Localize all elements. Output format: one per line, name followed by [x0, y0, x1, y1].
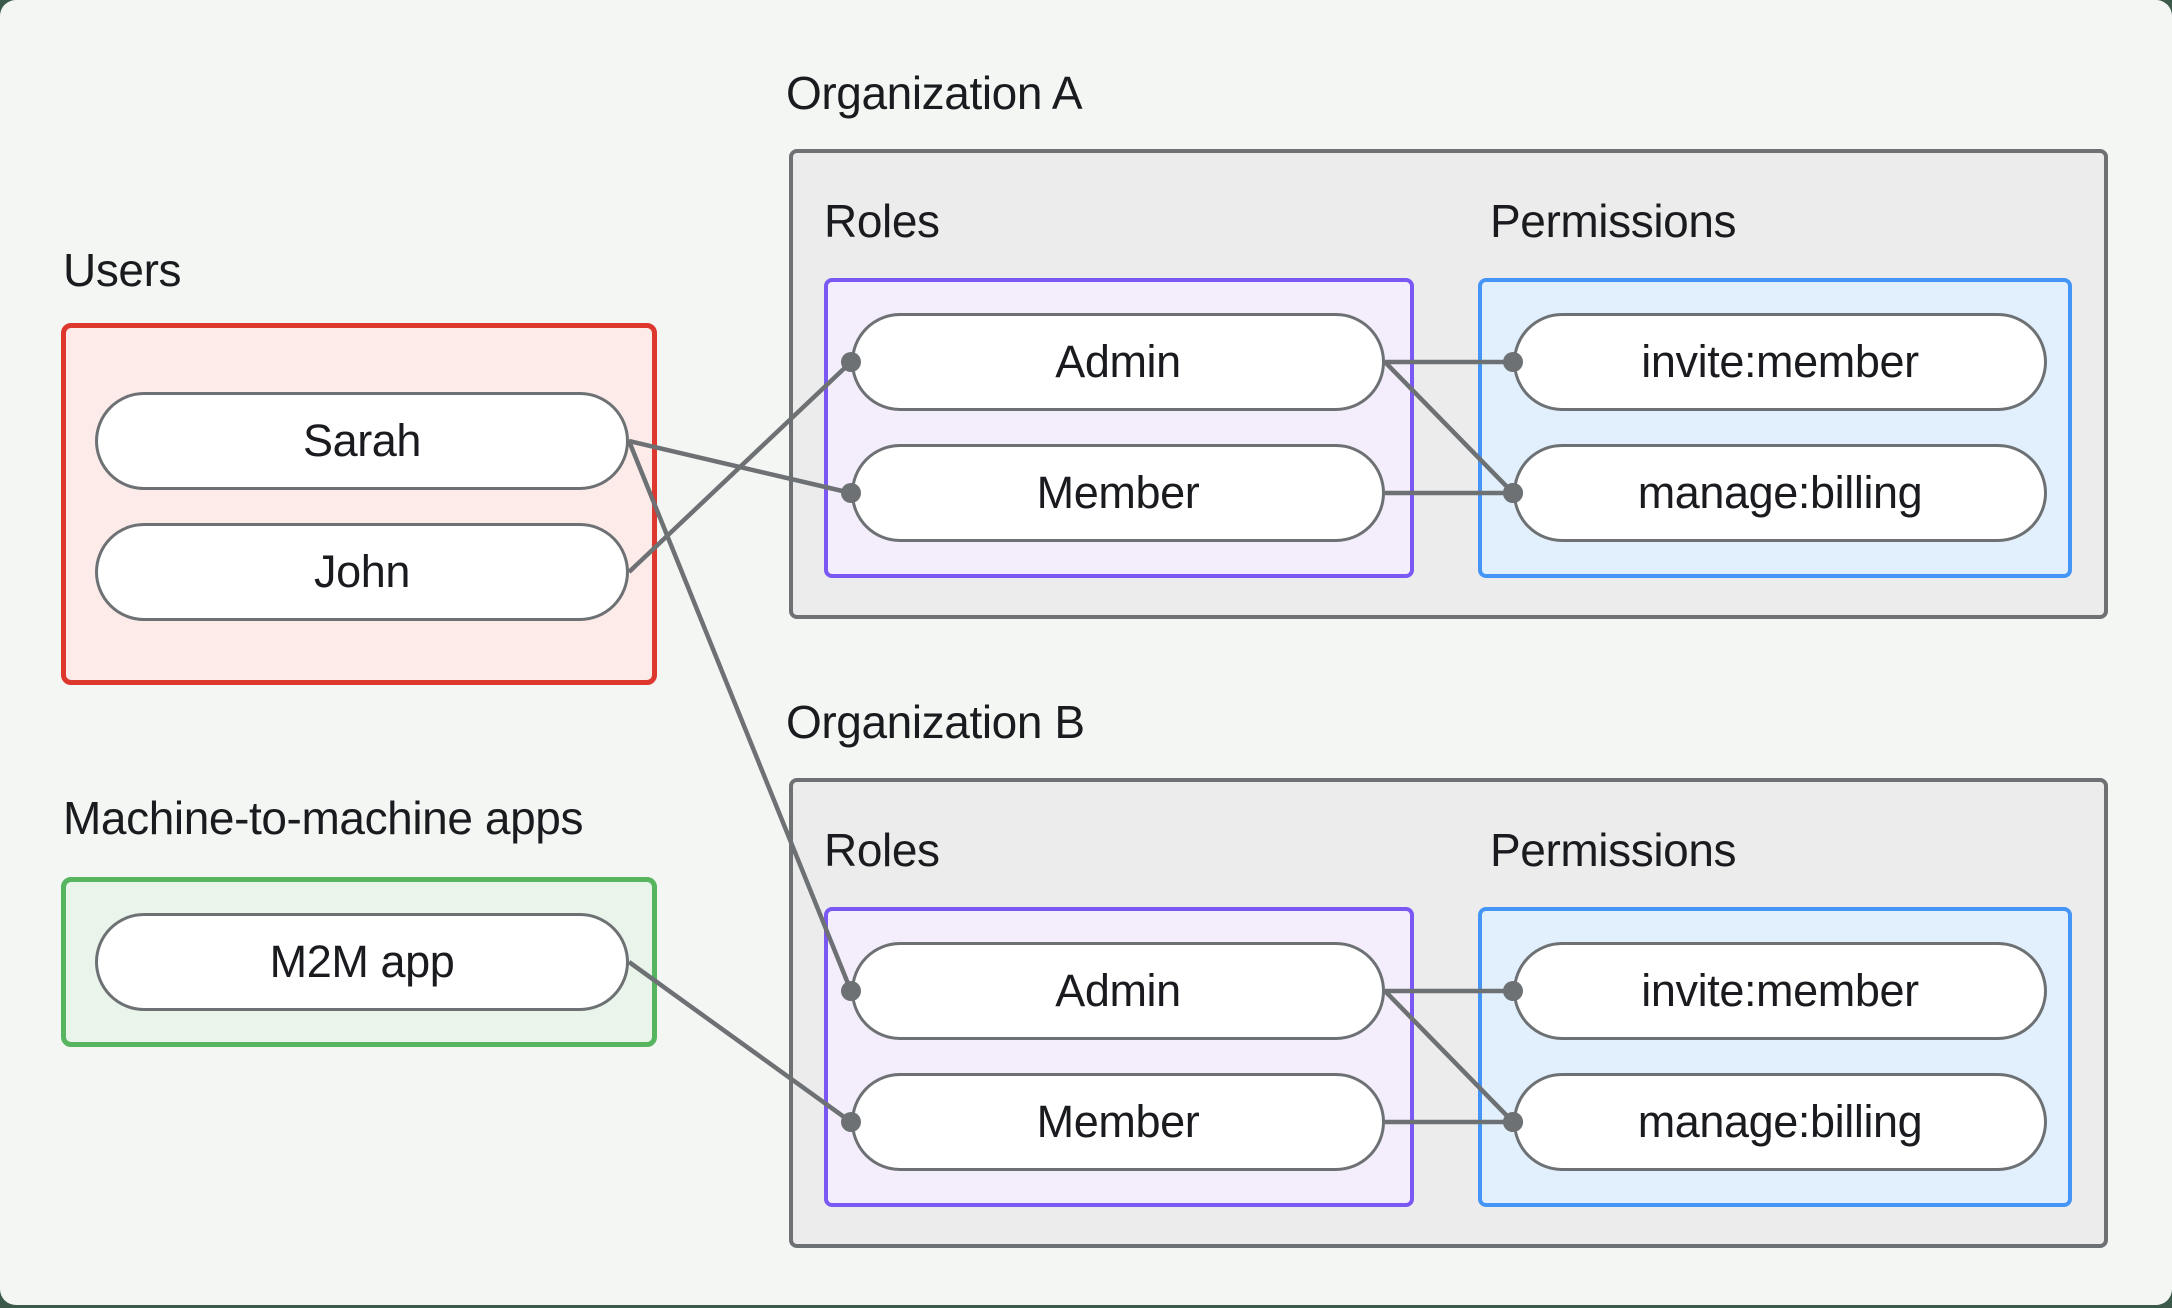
org-a-box: Roles Permissions Admin Member invite:me…	[789, 149, 2108, 619]
org-a-role-member: Member	[851, 444, 1385, 542]
users-group-box: Sarah John	[61, 323, 657, 685]
user-node-john: John	[95, 523, 629, 621]
org-b-role-member: Member	[851, 1073, 1385, 1171]
org-b-box: Roles Permissions Admin Member invite:me…	[789, 778, 2108, 1248]
org-a-permission-manage-billing: manage:billing	[1513, 444, 2047, 542]
org-b-title: Organization B	[786, 696, 1085, 748]
org-b-permissions-label: Permissions	[1490, 824, 1737, 876]
org-a-title: Organization A	[786, 67, 1083, 119]
org-a-roles-zone: Admin Member	[824, 278, 1414, 578]
m2m-section-label: Machine-to-machine apps	[63, 792, 584, 844]
users-section-label: Users	[63, 244, 182, 296]
org-b-permissions-zone: invite:member manage:billing	[1478, 907, 2072, 1207]
m2m-app-node: M2M app	[95, 913, 629, 1011]
org-a-permission-invite-member: invite:member	[1513, 313, 2047, 411]
org-b-roles-label: Roles	[824, 824, 940, 876]
org-b-permission-invite-member: invite:member	[1513, 942, 2047, 1040]
m2m-group-box: M2M app	[61, 877, 657, 1047]
org-b-permission-manage-billing: manage:billing	[1513, 1073, 2047, 1171]
org-b-role-admin: Admin	[851, 942, 1385, 1040]
org-a-permissions-label: Permissions	[1490, 195, 1737, 247]
org-a-role-admin: Admin	[851, 313, 1385, 411]
org-b-roles-zone: Admin Member	[824, 907, 1414, 1207]
org-a-roles-label: Roles	[824, 195, 940, 247]
user-node-sarah: Sarah	[95, 392, 629, 490]
org-a-permissions-zone: invite:member manage:billing	[1478, 278, 2072, 578]
